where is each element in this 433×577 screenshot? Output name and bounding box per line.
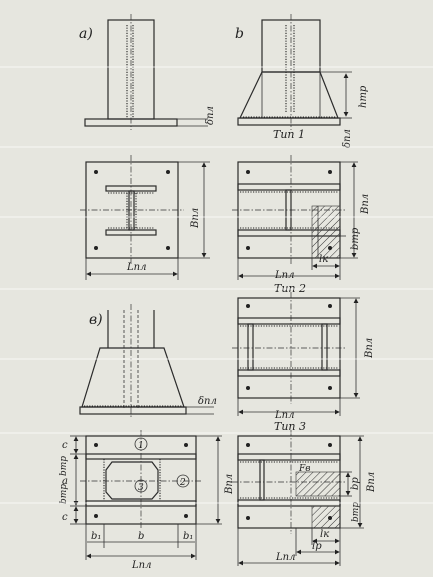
label-type2: Тип 2 — [274, 282, 306, 295]
label-l-pl-e: Lпл — [275, 552, 295, 563]
label-l-p: lр — [312, 541, 322, 552]
label-b-tr-left-2: bтр — [59, 484, 69, 504]
label-f-b: Fв — [298, 464, 310, 474]
label-b-tr-left: bтр — [59, 456, 69, 476]
label-b-pl-c: Bпл — [364, 338, 375, 359]
labels: а) b δпл hтр δпл Тип 1 Bпл Lпл Bпл bтр l… — [59, 26, 377, 571]
label-b-pl-e: Bпл — [366, 472, 377, 493]
label-b-pl-a: Bпл — [190, 208, 201, 229]
view-b-elevation — [237, 14, 352, 130]
label-b-center: b — [138, 531, 144, 542]
label-a: а) — [79, 26, 93, 42]
view-v-plan — [70, 430, 222, 560]
label-a-dim: a — [62, 476, 68, 487]
view-a-elevation — [84, 14, 208, 130]
label-delta-pl-a: δпл — [205, 106, 216, 125]
label-b-pl-d: Bпл — [224, 474, 235, 495]
label-c-top: c — [62, 440, 68, 451]
label-l-pl-b: Lпл — [274, 270, 294, 281]
label-l-pl-a: Lпл — [126, 262, 146, 273]
label-delta-pl-c: δпл — [198, 396, 217, 407]
label-b1-left: b₁ — [91, 531, 101, 542]
label-type1: Тип 1 — [273, 128, 305, 141]
label-b-p: bр — [350, 477, 361, 490]
label-num3: 3 — [138, 483, 144, 493]
label-num2: 2 — [179, 478, 186, 488]
label-l-pl-d: Lпл — [131, 560, 151, 571]
view-type2-plan — [232, 292, 360, 416]
label-b: b — [235, 26, 244, 42]
view-v-elevation — [79, 304, 214, 418]
label-b-tr-e: bтр — [351, 502, 361, 522]
view-b-plan — [232, 155, 358, 280]
label-b-pl-b: Bпл — [360, 194, 371, 215]
label-num1: 1 — [138, 441, 144, 451]
label-l-k-b: lк — [319, 254, 328, 265]
label-delta-pl-b: δпл — [342, 129, 353, 148]
view-a-plan — [80, 155, 210, 280]
label-b1-right: b₁ — [183, 531, 193, 542]
label-v: в) — [89, 312, 103, 328]
view-type3-plan — [232, 430, 364, 566]
label-type3: Тип 3 — [274, 420, 306, 433]
label-b-tr: bтр — [350, 227, 361, 250]
label-l-pl-c: Lпл — [274, 410, 294, 421]
label-c-bottom: c — [62, 512, 68, 523]
label-l-k-e: lк — [320, 529, 329, 540]
label-h-tr: hтр — [358, 85, 369, 108]
